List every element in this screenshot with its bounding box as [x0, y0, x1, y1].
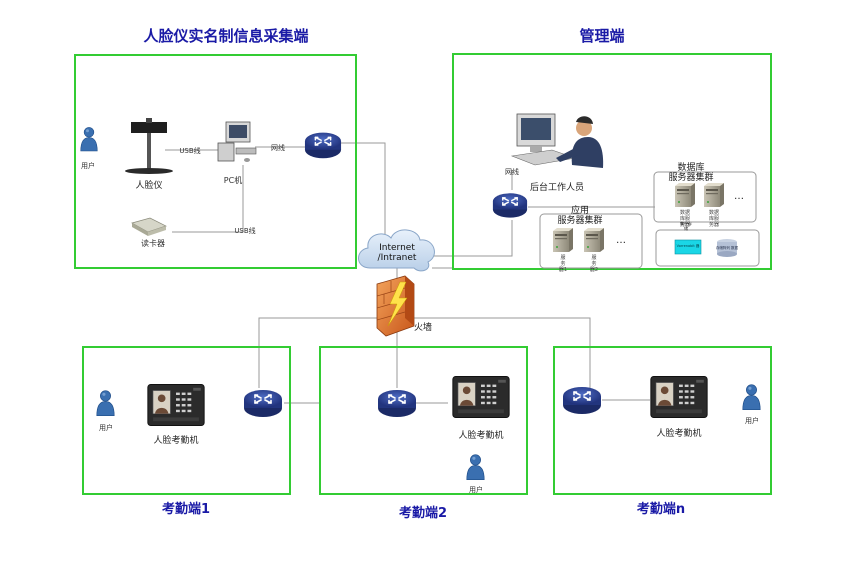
pc-label: PC机	[224, 175, 242, 185]
internet-label-2: /Intranet	[378, 253, 417, 263]
db-cluster-title-1: 数据库	[677, 161, 704, 173]
card-reader-icon	[131, 217, 167, 236]
staff-label: 后台工作人员	[530, 181, 584, 193]
app-cluster-title-2: 服务器集群	[557, 214, 602, 226]
attendancen-title: 考勤端n	[637, 501, 685, 517]
attendance2-user-icon	[466, 454, 485, 481]
attendance1-frame	[82, 346, 291, 495]
attendance1-device-label: 人脸考勤机	[153, 434, 198, 446]
attendancen-router-icon	[562, 386, 602, 415]
storage-disk-label: 存储阵列 数据	[716, 245, 739, 250]
management-frame	[452, 53, 772, 270]
collection-title: 人脸仪实名制信息采集端	[143, 27, 308, 45]
db1-label-1: 数据	[680, 209, 690, 216]
storage-label-1: 集中存	[680, 220, 692, 226]
db-cluster-ellipsis: …	[734, 191, 744, 202]
attendancen-face-terminal-icon	[650, 376, 708, 418]
card-reader-label: 读卡器	[141, 238, 165, 248]
server2-label-1: 服	[591, 255, 596, 261]
attendancen-device-label: 人脸考勤机	[656, 427, 701, 439]
attendancen-frame	[553, 346, 772, 495]
attendance1-user-label: 用户	[99, 423, 113, 432]
storage-controller-icon	[674, 239, 702, 255]
collection-frame	[74, 54, 357, 269]
collection-user-icon	[80, 126, 98, 152]
staff-workstation-icon	[510, 113, 604, 168]
server1-label-3: 器1	[559, 267, 567, 273]
collection-user-label: 用户	[81, 161, 95, 170]
section-frames	[74, 53, 772, 495]
usb-label-2: USB线	[234, 226, 255, 235]
app-cluster-ellipsis: …	[616, 235, 626, 246]
connection-lines	[165, 142, 655, 404]
firewall-label: 火墙	[414, 321, 432, 333]
attendancen-user-icon	[742, 384, 761, 411]
face-device-label: 人脸仪	[135, 179, 162, 191]
management-title: 管理端	[579, 27, 624, 45]
attendance1-face-terminal-icon	[147, 384, 205, 426]
attendance1-user-icon	[96, 390, 115, 417]
network-cable-label-management: 网线	[505, 167, 519, 176]
collection-router-icon	[304, 131, 342, 160]
attendance1-title: 考勤端1	[162, 501, 210, 517]
app-server-1-icon	[553, 228, 573, 252]
attendance1-router-icon	[243, 389, 283, 418]
app-cluster-box	[539, 213, 643, 269]
attendance2-frame	[319, 346, 528, 495]
management-router-icon	[492, 192, 528, 219]
attendancen-user-label: 用户	[745, 416, 759, 425]
internet-label-1: Internet	[379, 243, 415, 253]
storage-label-2: 储	[684, 225, 688, 231]
db2-label-3: 务器	[709, 221, 719, 228]
attendance2-title: 考勤端2	[399, 505, 447, 521]
server2-label-2: 务	[591, 260, 596, 267]
db1-label-3: 务器	[680, 221, 690, 228]
network-cable-label-collection: 网线	[271, 143, 285, 152]
internet-cloud-icon	[358, 229, 435, 272]
firewall-icon	[376, 275, 415, 337]
attendance2-router-icon	[377, 389, 417, 418]
server1-label-2: 务	[560, 260, 565, 267]
db1-label-2: 库服	[680, 215, 690, 222]
db2-label-1: 数据	[709, 209, 719, 216]
usb-label-1: USB线	[179, 146, 200, 155]
pc-icon	[217, 121, 257, 162]
attendance2-user-label: 用户	[469, 485, 483, 494]
db2-label-2: 库服	[709, 215, 719, 222]
attendance2-face-terminal-icon	[452, 376, 510, 418]
server1-label-1: 服	[560, 255, 565, 261]
db-cluster-title-2: 服务器集群	[668, 171, 713, 183]
storage-disk-icon	[717, 239, 737, 257]
storage-box	[655, 229, 760, 267]
db-cluster-box	[653, 171, 757, 223]
face-recognition-device-icon	[125, 118, 173, 174]
attendance2-device-label: 人脸考勤机	[458, 429, 503, 441]
app-server-2-icon	[584, 228, 604, 252]
db-server-1-icon	[675, 183, 695, 207]
app-cluster-title-1: 应用	[571, 204, 589, 216]
db-server-2-icon	[704, 183, 724, 207]
server2-label-3: 器2	[590, 267, 598, 273]
storage-controller-label: Vorrenobit 器	[677, 244, 700, 248]
